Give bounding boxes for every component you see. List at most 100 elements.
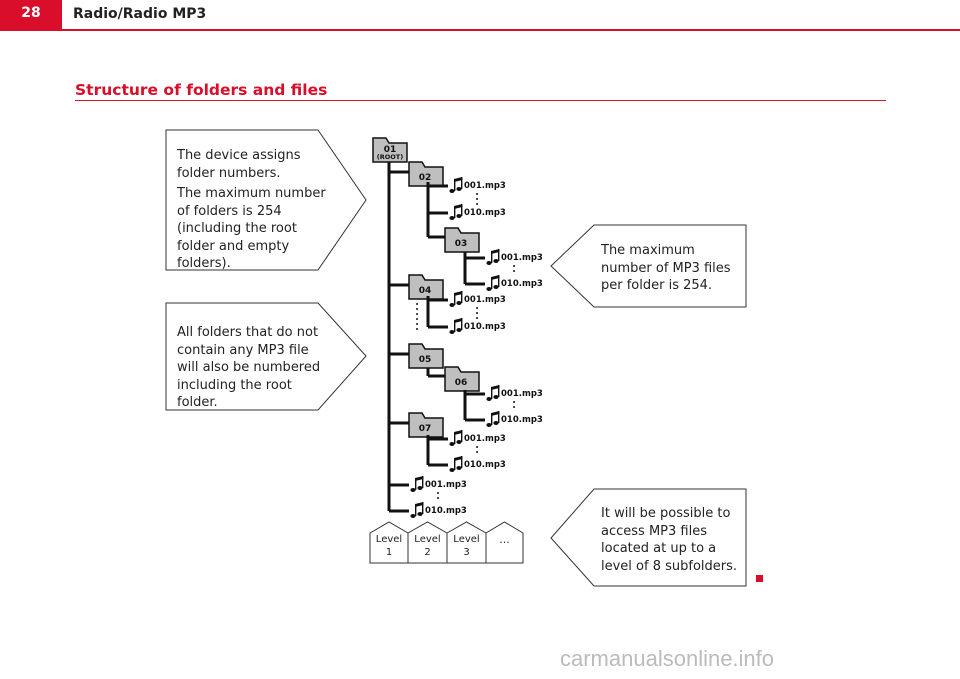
music-note-icon-stem	[491, 277, 493, 289]
music-note-icon-stem	[415, 504, 417, 516]
music-note-icon-beam	[454, 318, 463, 323]
music-note-icon-beam	[454, 177, 463, 182]
file-label-last: 010.mp3	[501, 279, 543, 289]
file-label-first: 001.mp3	[425, 480, 467, 490]
music-note-icon-head	[417, 486, 423, 490]
folder-05-label: 05	[419, 355, 432, 365]
music-note-icon-stem	[491, 251, 493, 263]
footer-watermark: carmanualsonline.info	[560, 646, 775, 671]
folder-05	[408, 343, 444, 369]
music-note-icon-stem	[454, 206, 456, 218]
music-note-icon-beam	[491, 275, 500, 280]
callout-levels: It will be possible to access MP3 files …	[601, 506, 738, 574]
page-number: 28	[0, 0, 62, 30]
music-note-icon-head	[449, 303, 455, 307]
level-label-1: Level	[376, 534, 402, 545]
folder-root-sublabel: (ROOT)	[377, 153, 403, 161]
file-label-first: 001.mp3	[464, 181, 506, 191]
music-note-icon-stem	[422, 502, 424, 514]
callout-max-files: The maximum number of MP3 files per fold…	[601, 243, 731, 293]
folder-04	[408, 274, 444, 300]
folder-06-label: 06	[455, 378, 468, 388]
music-note-icon-stem	[454, 179, 456, 191]
music-note-icon-head	[449, 468, 455, 472]
ellipsis-dot	[513, 401, 515, 403]
music-note-icon-stem	[461, 291, 463, 303]
music-note-icon-stem	[498, 275, 500, 287]
music-note-icon-head	[449, 216, 455, 220]
ellipsis-dot	[476, 203, 478, 205]
music-note-icon-stem	[461, 177, 463, 189]
music-note-icon-beam	[454, 204, 463, 209]
level-number-3: 3	[463, 547, 469, 558]
level-box-4	[485, 521, 524, 564]
level-number-2: 2	[424, 547, 430, 558]
music-note-icon-head	[417, 512, 423, 516]
ellipsis-dot	[476, 307, 478, 309]
music-note-icon-beam	[415, 476, 424, 481]
callout-box-folder-numbers	[165, 129, 367, 271]
folder-04-label: 04	[419, 286, 432, 296]
music-note-icon-head	[456, 301, 462, 305]
folder-02-label: 02	[419, 173, 432, 183]
music-note-icon-head	[493, 395, 499, 399]
file-label-last: 010.mp3	[464, 460, 506, 470]
folder-root-label: 01	[384, 145, 397, 155]
ellipsis-dot	[437, 492, 439, 494]
file-label-last: 010.mp3	[464, 208, 506, 218]
music-note-icon-stem	[461, 318, 463, 330]
ellipsis-dot	[416, 308, 418, 310]
file-label-first: 001.mp3	[501, 253, 543, 263]
callout-folder-numbers: The device assigns folder numbers. The m…	[177, 147, 327, 273]
music-note-icon-head	[410, 514, 416, 518]
level-label-2: Level	[414, 534, 440, 545]
file-label-first: 001.mp3	[501, 389, 543, 399]
music-note-icon-beam	[454, 430, 463, 435]
music-note-icon-beam	[491, 411, 500, 416]
music-note-icon-stem	[461, 204, 463, 216]
music-note-icon-head	[486, 261, 492, 265]
music-note-icon-head	[486, 397, 492, 401]
folder-07	[408, 412, 444, 438]
music-note-icon-head	[486, 287, 492, 291]
music-note-icon-beam	[491, 385, 500, 390]
ellipsis-dot	[416, 323, 418, 325]
music-note-icon-stem	[454, 293, 456, 305]
callout-box-levels	[550, 488, 747, 587]
file-label-first: 001.mp3	[464, 295, 506, 305]
music-note-icon-beam	[454, 456, 463, 461]
music-note-icon-stem	[454, 458, 456, 470]
end-marker	[756, 575, 763, 582]
ellipsis-dot	[416, 318, 418, 320]
music-note-icon-head	[456, 328, 462, 332]
music-note-icon-stem	[498, 385, 500, 397]
ellipsis-dot	[476, 317, 478, 319]
music-note-icon-stem	[491, 387, 493, 399]
file-label-last: 010.mp3	[425, 506, 467, 516]
callout-folder-numbers-line2: The maximum number of folders is 254 (in…	[177, 186, 326, 271]
section-title: Structure of folders and files	[75, 81, 328, 99]
callout-empty-folders: All folders that do not contain any MP3 …	[177, 325, 321, 410]
music-note-icon-head	[456, 466, 462, 470]
music-note-icon-stem	[422, 476, 424, 488]
callout-box-empty-folders	[165, 302, 367, 411]
ellipsis-dot	[416, 313, 418, 315]
music-note-icon-stem	[498, 249, 500, 261]
folder-03	[444, 227, 480, 253]
callout-folder-numbers-line1: The device assigns folder numbers.	[177, 148, 301, 181]
folder-07-label: 07	[419, 424, 432, 434]
music-note-icon-beam	[491, 249, 500, 254]
music-note-icon-head	[456, 214, 462, 218]
music-note-icon-stem	[498, 411, 500, 423]
music-note-icon-stem	[461, 456, 463, 468]
music-note-icon-head	[449, 189, 455, 193]
level-number-1: 1	[386, 547, 392, 558]
ellipsis-dot	[437, 497, 439, 499]
folder-03-label: 03	[455, 239, 468, 249]
folder-06	[444, 366, 480, 392]
music-note-icon-beam	[415, 502, 424, 507]
ellipsis-dot	[416, 303, 418, 305]
file-label-last: 010.mp3	[501, 415, 543, 425]
ellipsis-dot	[476, 451, 478, 453]
